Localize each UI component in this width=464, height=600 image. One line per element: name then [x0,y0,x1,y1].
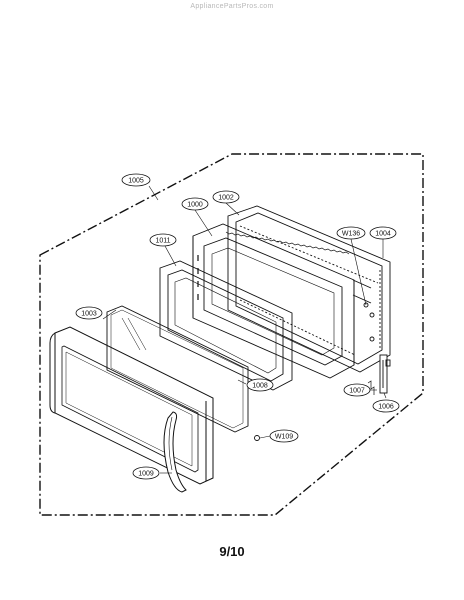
callout-1007: 1007 [343,383,371,397]
callout-w109: W109 [269,429,299,443]
callout-1000: 1000 [181,197,209,211]
svg-text:1011: 1011 [155,238,170,245]
callout-1002: 1002 [212,190,240,204]
glass-panel [106,305,249,433]
svg-text:1002: 1002 [218,195,234,202]
svg-text:1007: 1007 [349,388,365,395]
assembly-boundary [39,153,424,516]
door-frame-part [192,223,355,379]
screw-w136-marker [363,302,369,308]
svg-text:1009: 1009 [138,471,154,478]
callout-1011: 1011 [149,233,177,247]
svg-text:1006: 1006 [378,404,394,411]
callout-1006: 1006 [372,399,400,413]
svg-text:1003: 1003 [81,311,97,318]
callout-1004: 1004 [369,226,397,240]
door-screen-part [159,260,293,391]
svg-text:1005: 1005 [128,178,144,185]
svg-text:W109: W109 [275,434,293,441]
svg-text:1008: 1008 [252,383,268,390]
door-handle-part [163,411,187,493]
svg-text:1000: 1000 [187,202,203,209]
choke-edge [225,231,350,255]
callout-w136: W136 [336,226,366,240]
callout-1003: 1003 [75,306,103,320]
rear-panel [227,205,391,373]
page-number: 9/10 [219,544,245,559]
svg-text:W136: W136 [342,231,360,238]
svg-text:1004: 1004 [375,231,391,238]
callout-1009: 1009 [132,466,160,480]
screw-w109-marker [254,435,260,441]
watermark-text: AppliancePartsPros.com [190,3,274,10]
callout-1005: 1005 [121,173,151,187]
leader-lines [102,185,387,474]
latch-assembly [367,354,391,395]
callout-1008: 1008 [246,378,274,392]
door-front [49,326,214,485]
